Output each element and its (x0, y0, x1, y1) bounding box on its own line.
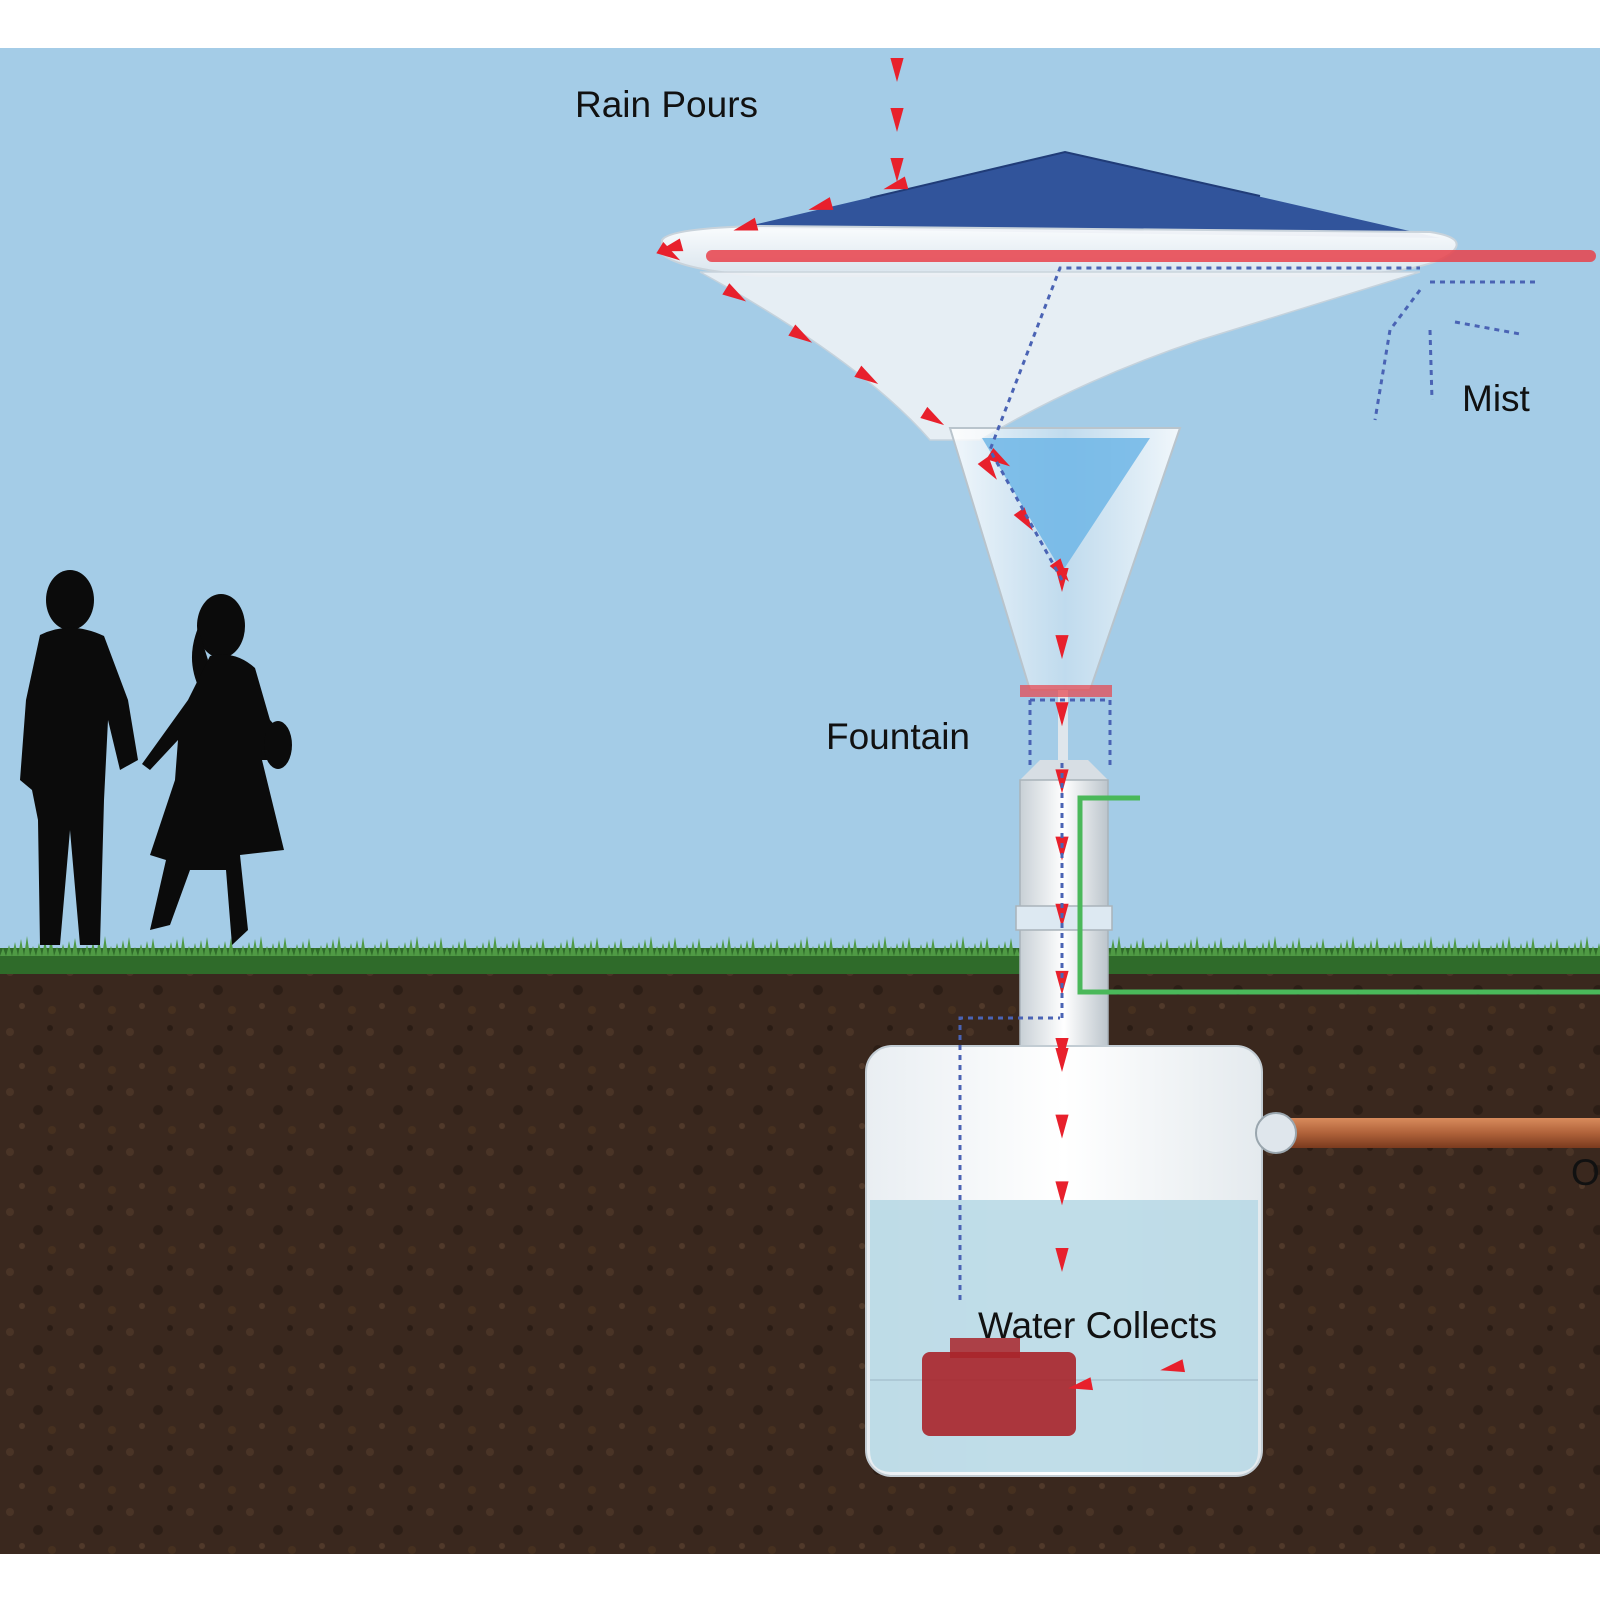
grass (0, 936, 1600, 974)
mist-line (1428, 329, 1434, 401)
label-overflow-partial: O (1571, 1152, 1600, 1193)
rain-arrow (854, 365, 879, 384)
pump (922, 1352, 1076, 1436)
label-water-collects: Water Collects (978, 1305, 1218, 1346)
drain-pipe (1255, 1112, 1600, 1154)
rain-arrow (1055, 836, 1069, 861)
rain-arrow (1055, 1248, 1069, 1272)
mist-flow-lines (958, 266, 1540, 1300)
rain-arrow (1068, 1377, 1094, 1391)
label-rain-pours: Rain Pours (575, 84, 759, 125)
rain-arrow (808, 197, 834, 210)
label-fountain: Fountain (826, 716, 970, 757)
mist-line (1454, 320, 1521, 336)
rain-arrow (883, 176, 909, 190)
rain-arrow (1013, 507, 1033, 531)
rain-arrow (890, 108, 904, 132)
rain-arrow (1055, 635, 1069, 660)
rain-arrow (1160, 1359, 1186, 1373)
soil (0, 960, 1600, 1554)
solar-roof (740, 152, 1440, 238)
rain-arrow (1055, 1114, 1069, 1139)
mist-line (1373, 289, 1422, 421)
rain-arrow (977, 456, 997, 480)
label-mist: Mist (1462, 378, 1530, 419)
rain-arrow (733, 217, 759, 231)
water-bowl (982, 438, 1150, 572)
rain-arrow (656, 242, 681, 261)
funnel (948, 427, 1182, 760)
rain-arrow (920, 406, 945, 426)
couple-silhouette (20, 570, 292, 945)
rain-arrow (722, 283, 747, 302)
mist-line (958, 1016, 1060, 1300)
rain-arrow (1055, 970, 1069, 995)
mist-line (988, 266, 1420, 581)
rain-arrow (890, 158, 904, 182)
rain-arrow (1055, 702, 1069, 727)
rain-arrow (1055, 1048, 1069, 1072)
canopy (661, 150, 1596, 441)
rain-arrow (890, 58, 904, 82)
mist-line (1028, 698, 1112, 770)
rain-arrow (1055, 1181, 1069, 1206)
rain-arrow (788, 324, 813, 343)
gutter (706, 250, 1596, 262)
green-pipe (1077, 795, 1600, 995)
rain-arrow (986, 448, 1011, 467)
rain-arrow (1055, 769, 1069, 794)
rain-flow-arrows (656, 58, 1186, 1391)
